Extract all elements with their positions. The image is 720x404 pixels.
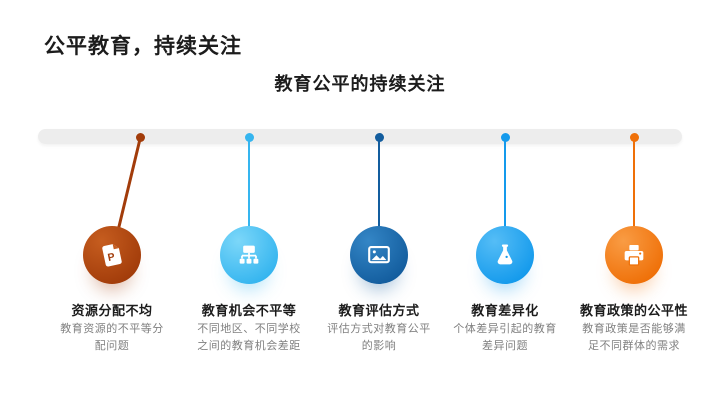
item-heading: 资源分配不均: [71, 303, 153, 318]
icon-circle: [605, 226, 663, 284]
item-description: 评估方式对教育公平的影响: [327, 323, 431, 352]
item-heading: 教育政策的公平性: [579, 303, 688, 318]
icon-circle: P: [83, 226, 141, 284]
icon-circle: [220, 226, 278, 284]
printer-icon: [624, 244, 644, 266]
icon-circle: [476, 226, 534, 284]
connector-line: [247, 137, 251, 257]
timeline-rail: [38, 129, 682, 144]
item-description: 不同地区、不同学校之间的教育机会差距: [197, 323, 301, 352]
connector-line: [632, 137, 636, 257]
icon-circle: [350, 226, 408, 284]
flask-icon: [497, 244, 513, 265]
connector-line: [377, 137, 381, 257]
timeline-item-policy-fairness: 教育政策的公平性 教育政策是否能够满足不同群体的需求: [564, 130, 704, 375]
item-description: 教育资源的不平等分配问题: [60, 323, 164, 352]
item-heading: 教育评估方式: [338, 303, 420, 318]
timeline-dot: [135, 132, 145, 142]
timeline-dot: [244, 132, 254, 142]
timeline-item-opportunity-inequality: 教育机会不平等 不同地区、不同学校之间的教育机会差距: [179, 130, 319, 375]
slide-subtitle: 教育公平的持续关注: [274, 74, 446, 94]
sitemap-icon: [239, 245, 259, 264]
item-heading: 教育机会不平等: [201, 303, 297, 318]
timeline-item-resource-allocation: P 资源分配不均 教育资源的不平等分配问题: [42, 130, 182, 375]
timeline-item-differentiation: 教育差异化 个体差异引起的教育差异问题: [435, 130, 575, 375]
timeline: P 资源分配不均 教育资源的不平等分配问题 教育机会不平等 不同地区、不同学校之…: [0, 130, 720, 375]
slide-title: 公平教育，持续关注: [44, 35, 242, 58]
item-description: 教育政策是否能够满足不同群体的需求: [582, 323, 686, 352]
timeline-dot: [374, 132, 384, 142]
image-icon: [368, 246, 390, 264]
item-description: 个体差异引起的教育差异问题: [453, 323, 557, 352]
connector-line: [503, 137, 507, 257]
timeline-dot: [629, 132, 639, 142]
item-heading: 教育差异化: [471, 303, 539, 318]
timeline-item-evaluation-method: 教育评估方式 评估方式对教育公平的影响: [309, 130, 449, 375]
svg-text:P: P: [107, 251, 116, 264]
document-p-icon: P: [102, 244, 122, 267]
timeline-dot: [500, 132, 510, 142]
